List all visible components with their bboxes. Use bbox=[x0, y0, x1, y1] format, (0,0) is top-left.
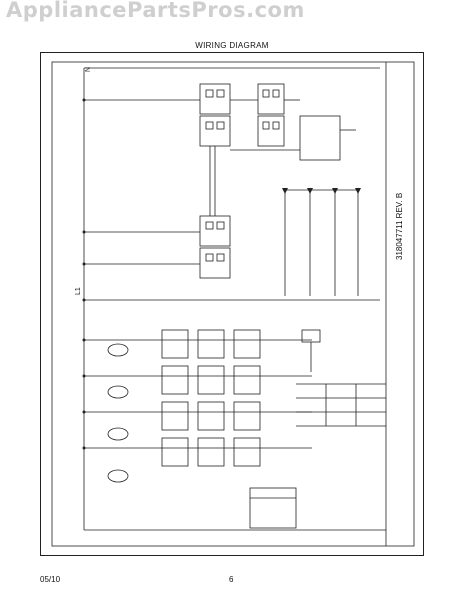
spark-module bbox=[249, 487, 297, 529]
switch-low-2 bbox=[197, 329, 225, 359]
l1-label: L1 bbox=[75, 287, 82, 295]
burner-1 bbox=[107, 343, 129, 357]
switch-low-1 bbox=[161, 329, 189, 359]
rev-label: 318047711 REV. B bbox=[395, 193, 404, 260]
diagram-inner-border bbox=[51, 61, 415, 547]
diagram-frame bbox=[40, 52, 424, 556]
switch-top-3 bbox=[199, 215, 231, 247]
footer-page-number: 6 bbox=[229, 575, 234, 584]
burner-3 bbox=[107, 427, 129, 441]
control-box bbox=[299, 115, 341, 161]
switch-low-3 bbox=[233, 329, 261, 359]
switch-low-11 bbox=[197, 437, 225, 467]
switch-low-10 bbox=[161, 437, 189, 467]
switch-low-9 bbox=[233, 401, 261, 431]
switch-low-6 bbox=[233, 365, 261, 395]
footer-date: 05/10 bbox=[40, 575, 61, 584]
switch-top-2 bbox=[199, 115, 231, 147]
watermark-logo: AppliancePartsPros.com bbox=[6, 0, 305, 22]
switch-top-1 bbox=[199, 83, 231, 115]
burner-2 bbox=[107, 385, 129, 399]
switch-low-12 bbox=[233, 437, 261, 467]
burner-4 bbox=[107, 469, 129, 483]
switch-low-7 bbox=[161, 401, 189, 431]
switch-mid-1 bbox=[257, 83, 285, 115]
n-label: N bbox=[85, 67, 92, 72]
page-title: WIRING DIAGRAM bbox=[195, 41, 269, 50]
switch-low-8 bbox=[197, 401, 225, 431]
switch-low-4 bbox=[161, 365, 189, 395]
switch-low-5 bbox=[197, 365, 225, 395]
switch-mid-2 bbox=[257, 115, 285, 147]
switch-top-4 bbox=[199, 247, 231, 279]
